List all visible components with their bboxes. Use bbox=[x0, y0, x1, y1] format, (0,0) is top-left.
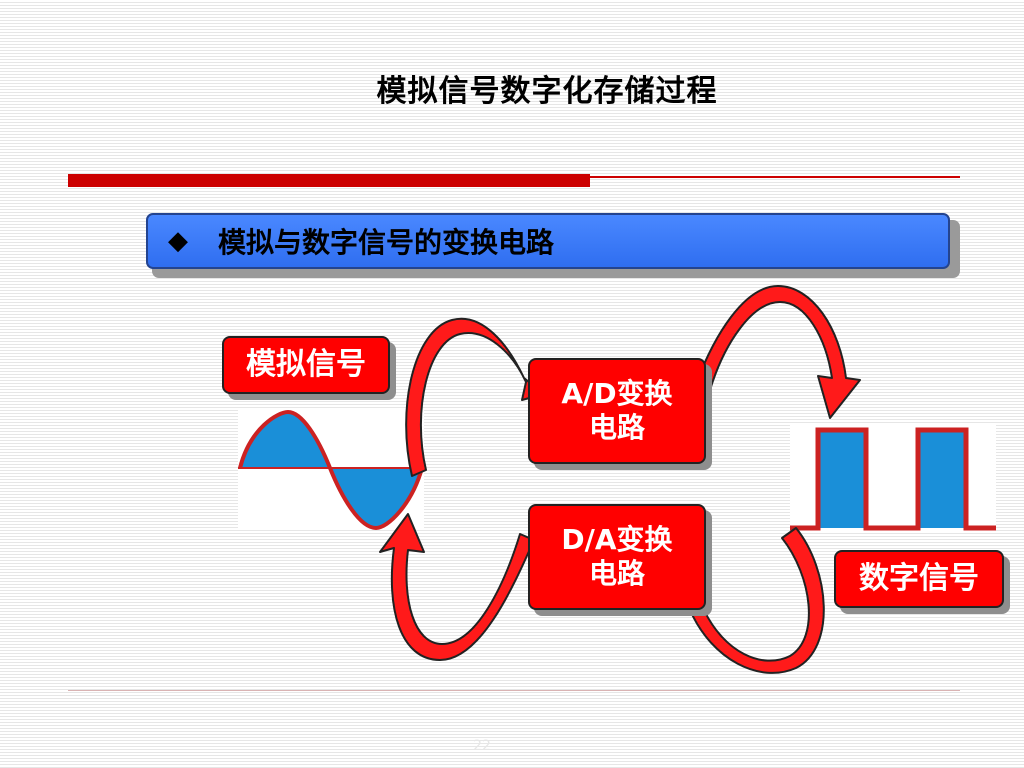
analog-signal-text: 模拟信号 bbox=[246, 347, 366, 382]
digital-signal-label: 数字信号 bbox=[834, 550, 1004, 608]
title-underline-bar bbox=[68, 174, 590, 187]
page-number: 22 bbox=[473, 738, 491, 754]
da-converter-box: D/A变换 电路 bbox=[528, 504, 706, 610]
arrow-ad-to-digital bbox=[695, 285, 861, 419]
footer-divider bbox=[68, 690, 960, 691]
pulse-2 bbox=[918, 430, 966, 528]
analog-signal-label: 模拟信号 bbox=[222, 336, 390, 394]
da-converter-line1: D/A变换 bbox=[561, 523, 673, 557]
sine-negative-lobe bbox=[330, 468, 422, 528]
title-underline-thin bbox=[590, 176, 960, 178]
digital-signal-text: 数字信号 bbox=[859, 561, 979, 596]
ad-converter-line1: A/D变换 bbox=[561, 377, 673, 411]
section-header-text: 模拟与数字信号的变换电路 bbox=[218, 226, 555, 259]
ad-converter-line2: 电路 bbox=[588, 411, 645, 444]
ad-converter-box: A/D变换 电路 bbox=[528, 358, 706, 464]
pulse-1 bbox=[818, 430, 866, 528]
analog-sine-wave bbox=[238, 409, 424, 530]
arrow-da-to-analog bbox=[379, 513, 535, 661]
diamond-bullet-icon: ◆ bbox=[168, 226, 188, 256]
section-header: ◆ 模拟与数字信号的变换电路 bbox=[146, 213, 950, 269]
digital-square-wave bbox=[790, 427, 996, 531]
page-title: 模拟信号数字化存储过程 bbox=[376, 74, 718, 109]
da-converter-line2: 电路 bbox=[588, 557, 645, 590]
arrow-analog-to-ad bbox=[405, 317, 545, 477]
square-wave-outline bbox=[790, 427, 996, 531]
